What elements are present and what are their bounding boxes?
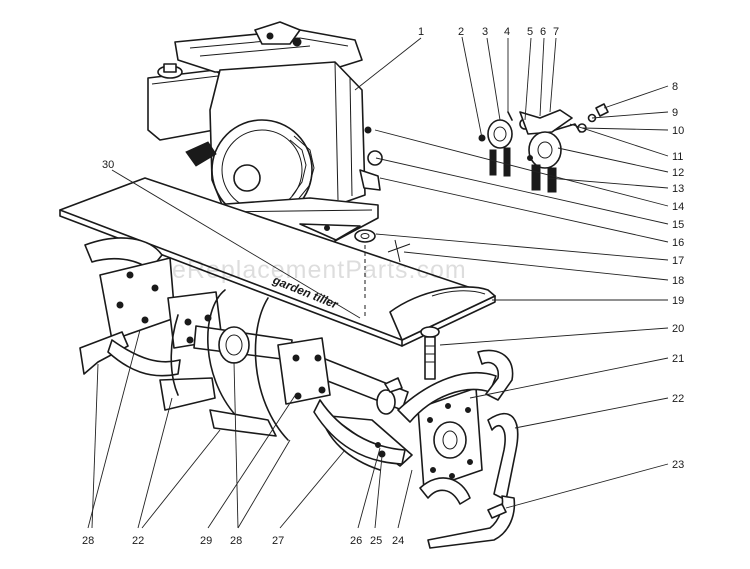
callout-5: 5 bbox=[527, 26, 533, 38]
callout-25: 25 bbox=[370, 535, 382, 547]
callout-23: 23 bbox=[672, 459, 684, 471]
callout-15: 15 bbox=[672, 219, 684, 231]
callout-20: 20 bbox=[672, 323, 684, 335]
pulley-belt-assembly bbox=[478, 103, 609, 193]
callout-18: 18 bbox=[672, 275, 684, 287]
leader-lines bbox=[87, 36, 669, 529]
callout-30: 30 bbox=[102, 159, 114, 171]
callout-11: 11 bbox=[672, 151, 683, 163]
callout-16: 16 bbox=[672, 237, 684, 249]
callout-13: 13 bbox=[672, 183, 684, 195]
callout-2: 2 bbox=[458, 26, 464, 38]
callout-14: 14 bbox=[672, 201, 684, 213]
callout-8: 8 bbox=[672, 81, 678, 93]
callout-9: 9 bbox=[672, 107, 678, 119]
callout-26: 26 bbox=[350, 535, 362, 547]
callout-3: 3 bbox=[482, 26, 488, 38]
callout-19: 19 bbox=[672, 295, 684, 307]
callout-17: 17 bbox=[672, 255, 684, 267]
left-tine-assembly bbox=[79, 237, 293, 441]
callout-1: 1 bbox=[418, 26, 424, 38]
callout-21: 21 bbox=[672, 353, 684, 365]
callout-10: 10 bbox=[672, 125, 684, 137]
callout-28-left: 28 bbox=[82, 535, 94, 547]
callout-4: 4 bbox=[504, 26, 510, 38]
tine-shaft-assembly bbox=[277, 337, 519, 549]
spacer-parts bbox=[354, 229, 411, 318]
callout-numbers: 1 2 3 4 5 6 7 8 9 10 11 12 13 14 15 16 1… bbox=[82, 26, 684, 547]
depth-bolt bbox=[420, 326, 440, 380]
callout-22-left: 22 bbox=[132, 535, 144, 547]
callout-7: 7 bbox=[553, 26, 559, 38]
callout-22-right: 22 bbox=[672, 393, 684, 405]
callout-12: 12 bbox=[672, 167, 684, 179]
callout-24: 24 bbox=[392, 535, 404, 547]
callout-28-center: 28 bbox=[230, 535, 242, 547]
watermark: eReplacementParts.com bbox=[172, 256, 467, 284]
callout-29: 29 bbox=[200, 535, 212, 547]
callout-6: 6 bbox=[540, 26, 546, 38]
callout-27: 27 bbox=[272, 535, 284, 547]
